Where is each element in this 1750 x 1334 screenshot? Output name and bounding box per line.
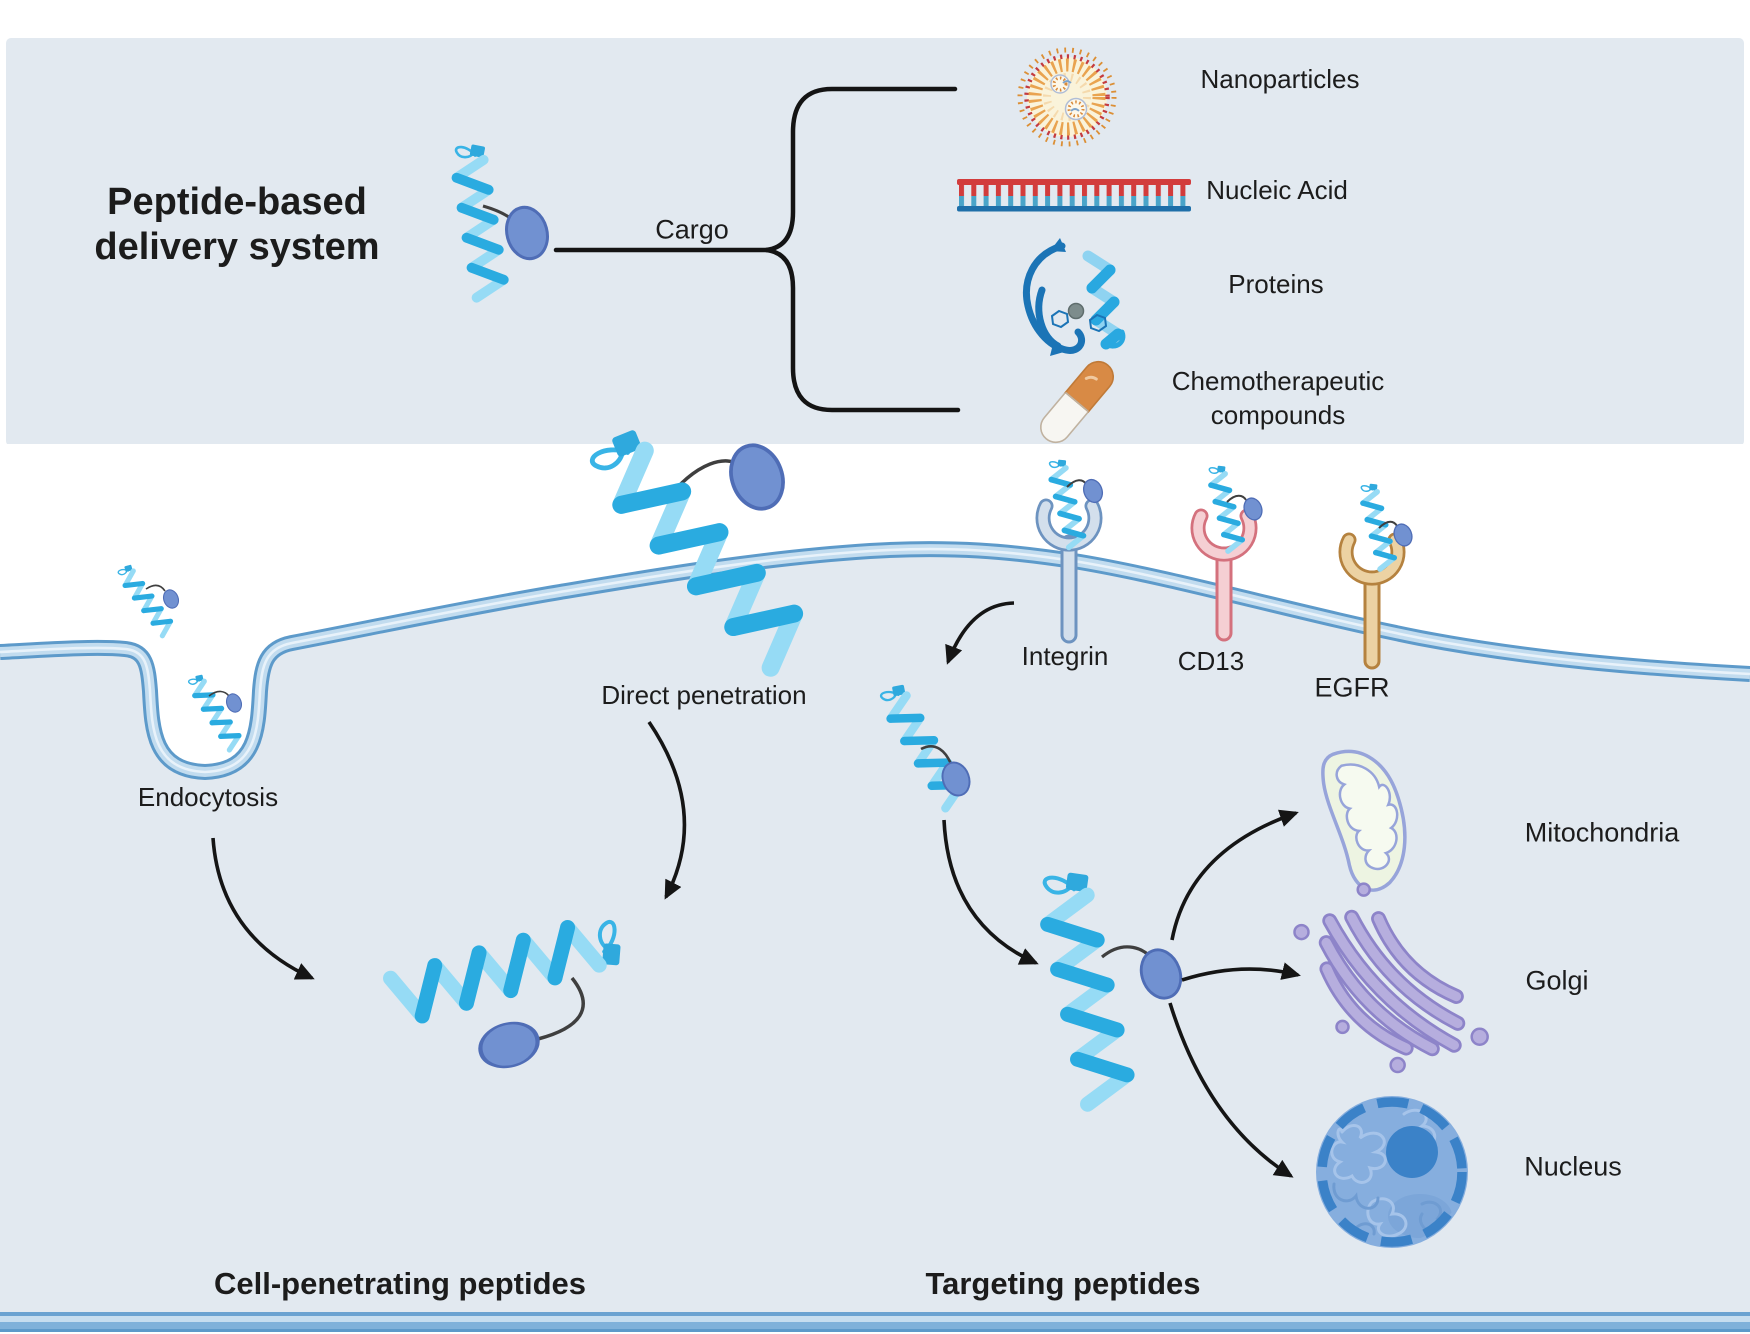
dna-icon [957,179,1191,212]
nucleus-icon [1316,1096,1468,1248]
peptide-on-integrin [1048,458,1107,548]
arrow-to-golgi [1181,962,1301,982]
nucleus-label: Nucleus [1524,1151,1622,1182]
arrow-to-targeting-hub [942,819,1039,965]
direct-penetration-label: Direct penetration [601,680,807,711]
cell-membrane [0,541,1750,781]
egfr-receptor [1338,532,1406,670]
figure-title: Peptide-based delivery system [94,180,379,270]
arrow-to-mitochondria [1170,809,1299,941]
protein-icon [1023,238,1126,356]
figure-title-line1: Peptide-based [107,181,367,224]
cargo-bracket [553,86,961,413]
section-label-targeting: Targeting peptides [925,1265,1201,1301]
peptide-on-egfr [1359,482,1416,570]
peptide-helix-internalized [877,680,975,810]
nanoparticles-label: Nanoparticles [1200,64,1360,95]
peptide-on-cd13 [1207,464,1266,552]
arrow-to-nucleus [1168,1002,1294,1178]
golgi-icon [1293,882,1489,1074]
egfr-label: EGFR [1314,672,1390,703]
figure-title-line2: delivery system [94,226,380,268]
top-panel-background [6,38,1744,446]
cd13-label: CD13 [1177,646,1245,677]
nanoparticle-icon [1017,47,1117,147]
peptide-helix-direct-penetration [585,421,812,674]
proteins-label: Proteins [1228,269,1324,300]
peptide-helix-targeting [1039,868,1189,1105]
peptide-helix-extracellular-small [116,562,182,637]
bottom-membrane-bar [0,1312,1750,1332]
peptide-helix-cytosol [389,916,626,1073]
endocytosis-label: Endocytosis [137,782,279,813]
capsule-icon [1040,360,1114,444]
mitochondria-icon [1321,749,1407,892]
arrow-integrin-internalization [945,601,1015,665]
extracellular-space [0,444,1750,772]
integrin-label: Integrin [1021,641,1109,672]
golgi-label: Golgi [1525,965,1589,996]
cargo-label: Cargo [655,214,729,245]
peptide-helix-in-pocket [186,672,244,751]
nucleolus [1386,1126,1438,1178]
peptide-helix-top-panel [453,142,555,298]
cell-interior [0,549,1750,1315]
cd13-receptor [1190,508,1258,642]
arrow-endocytosis-to-cytosol [211,837,315,980]
chemotherapeutic-label: Chemotherapeutic compounds [1171,366,1385,430]
section-label-cell-penetrating: Cell-penetrating peptides [213,1265,587,1301]
mitochondria-label: Mitochondria [1524,817,1680,848]
nucleic-acid-label: Nucleic Acid [1206,175,1348,206]
arrow-direct-penetration [647,720,687,900]
